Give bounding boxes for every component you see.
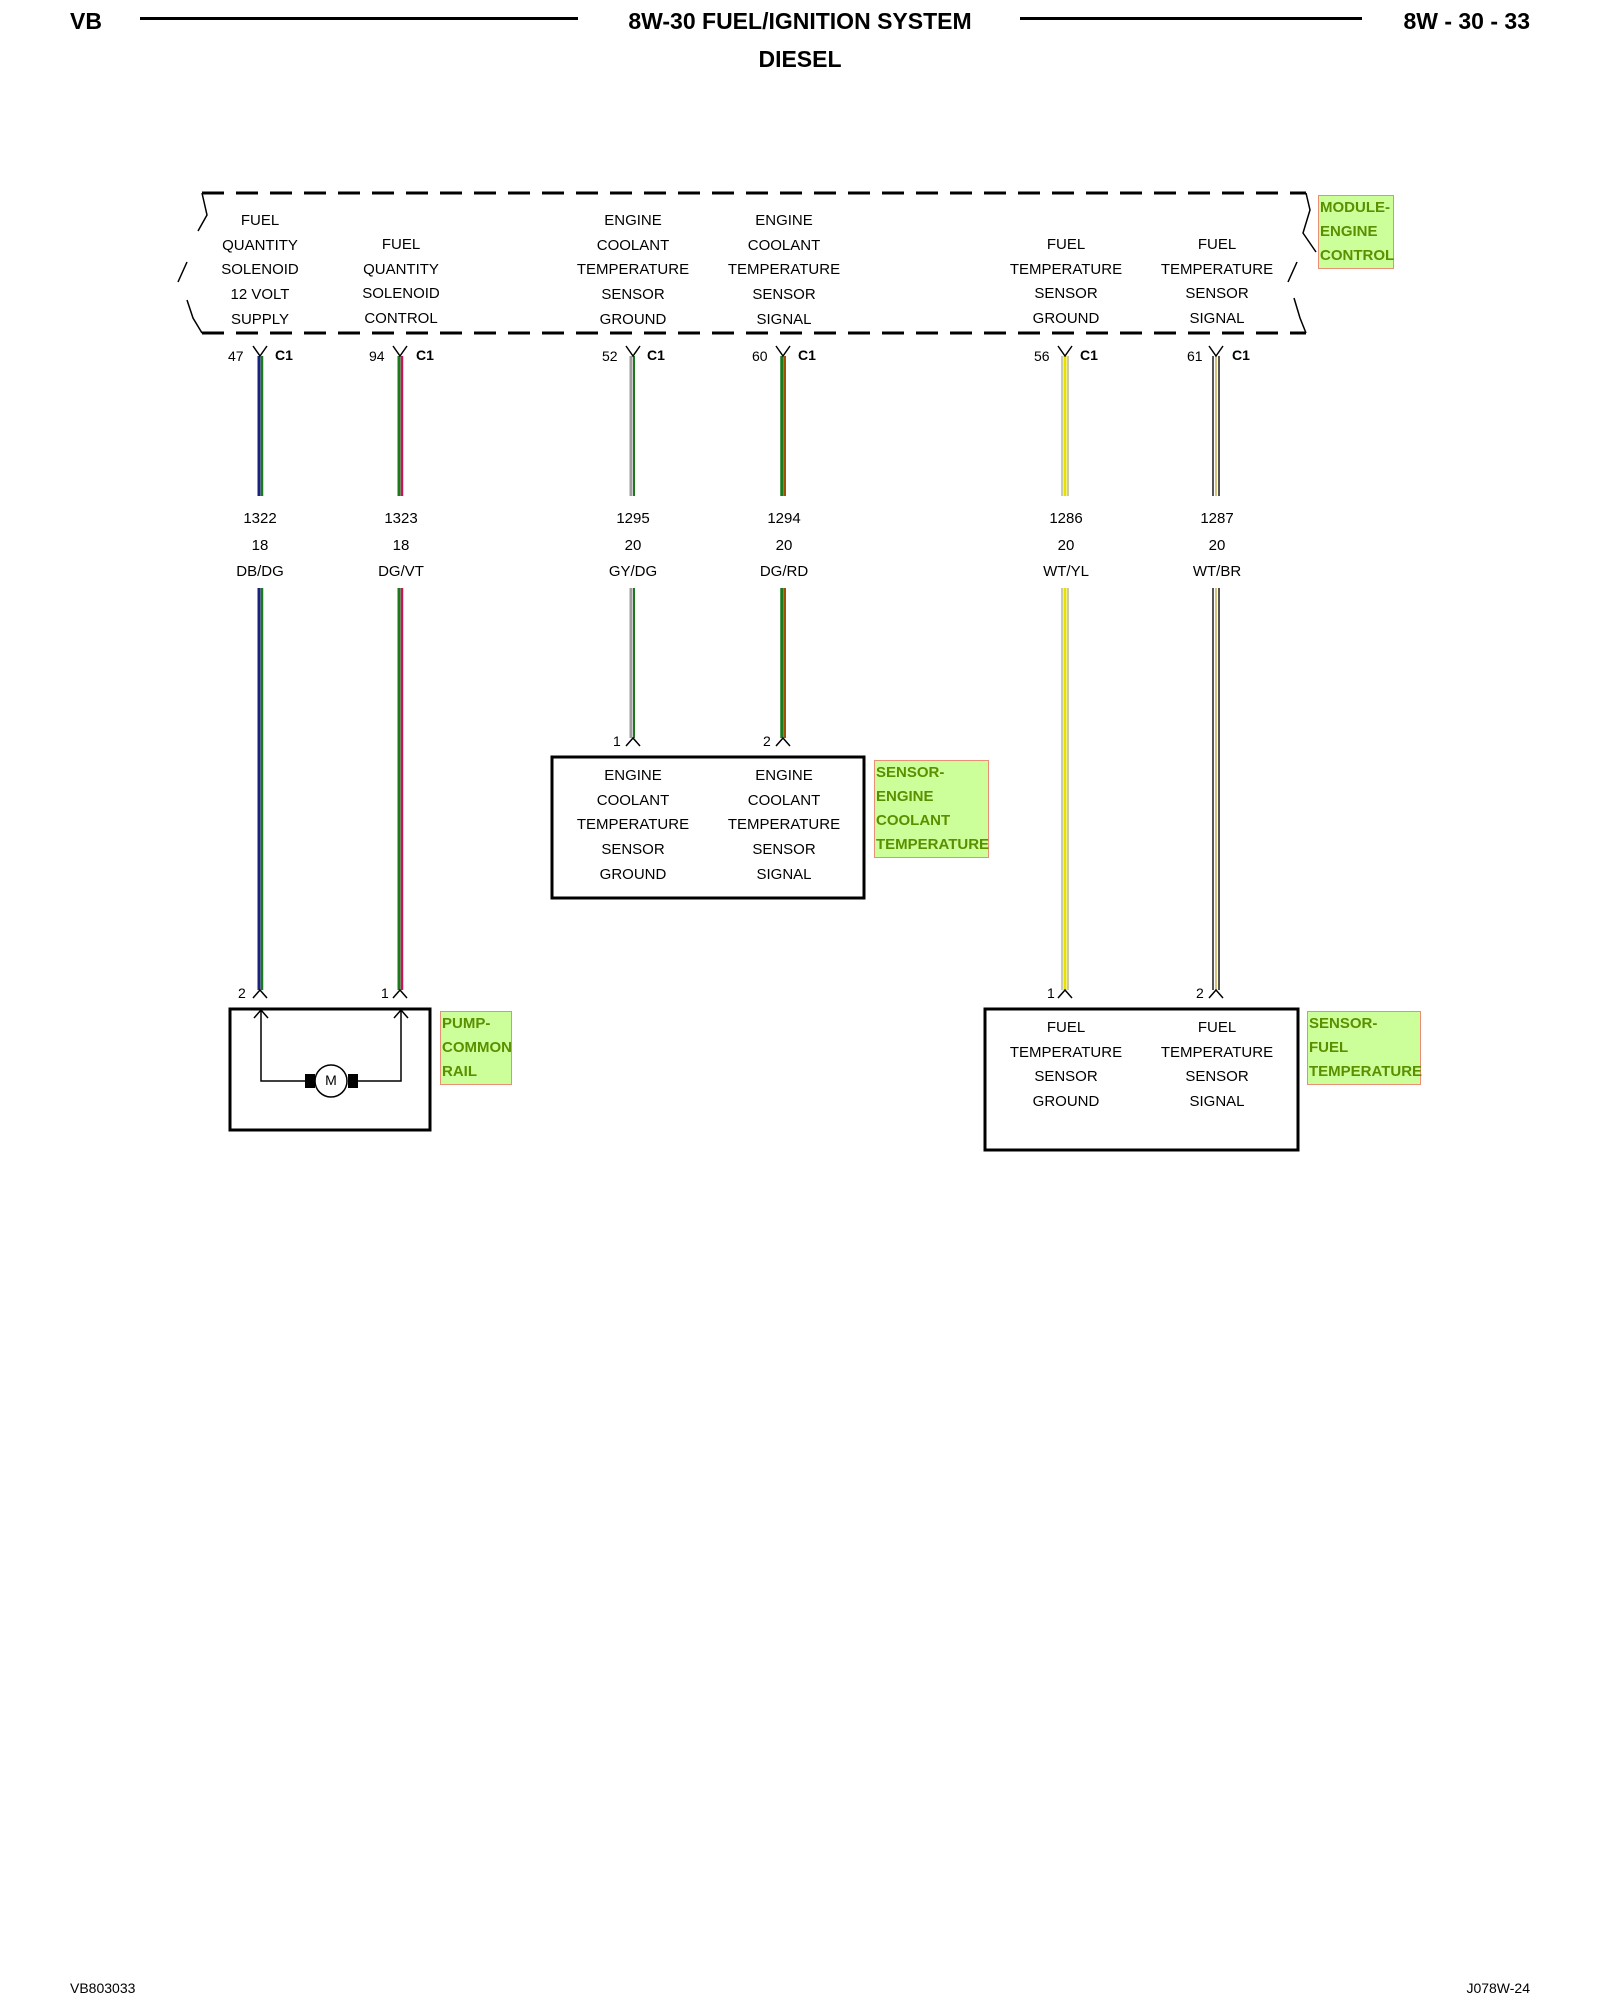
module-connector-id: C1 [1232,347,1250,363]
module-pin-number: 94 [369,348,385,364]
pump-internal-circuit [253,1008,409,1082]
header-left-code: VB [70,8,102,34]
module-connector-id: C1 [647,347,665,363]
module-pin-number: 61 [1187,348,1203,364]
footer-left-code: VB803033 [70,1980,136,1996]
pump-box [228,1007,432,1132]
module-pin-number: 60 [752,348,768,364]
module-connector-id: C1 [275,347,293,363]
module-connector-symbols [252,345,1224,358]
component-connector-symbols [252,736,1224,999]
header-rule-left [140,17,578,20]
page-number: 8W - 30 - 33 [1403,8,1530,34]
pump-pin-number: 2 [238,985,246,1001]
footer-right-code: J078W-24 [1466,1980,1530,1996]
pump-pin-number: 1 [381,985,389,1001]
coolant-sensor-pin-number: 1 [613,733,621,749]
fuel-sensor-box [983,1007,1300,1152]
module-pin-number: 52 [602,348,618,364]
header-rule-right [1020,17,1362,20]
coolant-sensor-box [550,755,866,900]
wire-1287 [1212,356,1220,990]
wire-1286 [1061,356,1069,990]
module-connector-id: C1 [416,347,434,363]
module-connector-id: C1 [1080,347,1098,363]
wire-1323 [397,356,404,990]
page-title: 8W-30 FUEL/IGNITION SYSTEM [628,8,972,34]
page-subtitle: DIESEL [758,46,842,72]
wire-1322 [257,356,264,990]
motor-label: M [325,1072,337,1088]
fuel-sensor-pin-number: 1 [1047,985,1055,1001]
module-pin-number: 56 [1034,348,1050,364]
module-boundary [177,191,1317,335]
motor-icon [305,1064,358,1098]
module-connector-id: C1 [798,347,816,363]
coolant-sensor-pin-number: 2 [763,733,771,749]
fuel-sensor-pin-number: 2 [1196,985,1204,1001]
module-pin-number: 47 [228,348,244,364]
